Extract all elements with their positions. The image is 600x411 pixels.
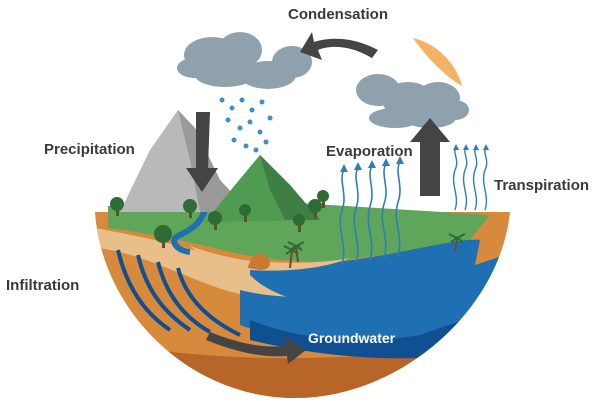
tree (293, 214, 305, 232)
tree (317, 190, 329, 208)
evaporation-up-arrow (410, 118, 450, 196)
evaporation-label: Evaporation (326, 143, 413, 160)
process-arrows (186, 32, 450, 364)
condensation-arrow (300, 32, 378, 60)
infiltration-label: Infiltration (6, 277, 80, 294)
rain-drops (219, 97, 273, 153)
tree (183, 199, 197, 218)
rock (248, 253, 270, 270)
sun (413, 38, 462, 86)
transpiration-arrowheads (453, 144, 489, 150)
precipitation-arrow (186, 112, 218, 192)
condensation-label: Condensation (288, 6, 388, 23)
tree (239, 204, 251, 222)
river (171, 208, 208, 255)
groundwater-arrow (206, 332, 306, 364)
evaporation-arrows (339, 161, 401, 266)
tree (154, 225, 172, 248)
beach (190, 246, 350, 271)
palm-tree (287, 241, 305, 263)
palm-tree (448, 233, 466, 253)
tree (208, 211, 222, 230)
groundwater-label: Groundwater (308, 330, 396, 346)
tree (110, 197, 124, 216)
green-mountain-shadow (260, 155, 320, 220)
cloud-left (177, 32, 312, 89)
cloud-right (356, 74, 469, 128)
evaporation-arrowheads (340, 156, 404, 172)
sea (250, 239, 480, 306)
transpiration-label: Transpiration (494, 177, 590, 194)
transpiration-arrows (452, 147, 488, 211)
infiltration-channels (116, 249, 241, 337)
trees (110, 190, 329, 248)
precipitation-label: Precipitation (44, 141, 135, 158)
tree (308, 199, 322, 218)
clouds (177, 32, 469, 128)
palm-trees (283, 233, 466, 269)
